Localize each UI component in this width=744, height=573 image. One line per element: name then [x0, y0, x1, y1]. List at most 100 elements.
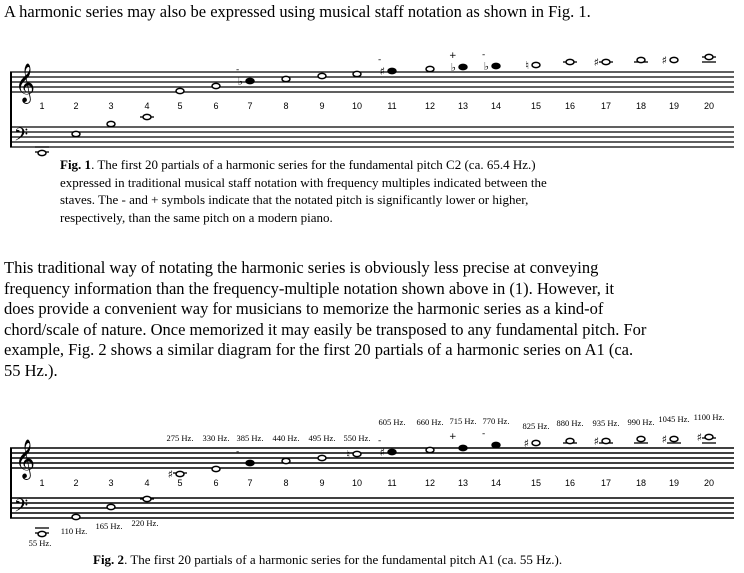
partial-number: 12: [425, 101, 435, 111]
frequency-label: 495 Hz.: [309, 433, 336, 443]
body-paragraph: This traditional way of notating the har…: [4, 258, 646, 382]
partial-number: 18: [636, 101, 646, 111]
frequency-label: 935 Hz.: [593, 418, 620, 428]
partial-number: 3: [108, 101, 113, 111]
note-head: [601, 58, 611, 66]
tuning-mark: -: [378, 55, 381, 65]
note-head: [37, 149, 47, 157]
note-head: [531, 439, 541, 447]
paragraph-line: 55 Hz.).: [4, 360, 58, 380]
treble-clef-icon: 𝄞: [15, 439, 35, 480]
note-head: [636, 435, 646, 443]
accidental-icon: ♯: [380, 446, 385, 459]
partial-number: 18: [636, 478, 646, 488]
partial-number: 13: [458, 478, 468, 488]
note-head: [669, 435, 679, 443]
note-head: [458, 444, 468, 452]
partial-number: 14: [491, 478, 501, 488]
frequency-label: 825 Hz.: [523, 421, 550, 431]
partial-number: 11: [387, 478, 396, 488]
frequency-label: 385 Hz.: [237, 433, 264, 443]
accidental-icon: ♭: [484, 60, 489, 73]
accidental-icon: ♯: [168, 468, 173, 481]
note-head: [704, 433, 714, 441]
frequency-label: 220 Hz.: [132, 518, 159, 528]
partial-number: 1: [39, 478, 44, 488]
frequency-label: 605 Hz.: [379, 417, 406, 427]
frequency-label: 1045 Hz.: [658, 414, 689, 424]
accidental-icon: ♯: [697, 431, 702, 444]
tuning-mark: -: [378, 436, 381, 446]
note-head: [704, 53, 714, 61]
frequency-label: 110 Hz.: [61, 526, 88, 536]
partial-number: 2: [73, 101, 78, 111]
partial-number: 20: [704, 101, 714, 111]
figure-2-label: Fig. 2: [93, 552, 125, 567]
accidental-icon: ♯: [594, 56, 599, 69]
frequency-label: 770 Hz.: [483, 416, 510, 426]
partial-number: 8: [283, 101, 288, 111]
partial-number: 8: [283, 478, 288, 488]
partial-number: 17: [601, 101, 611, 111]
caption-line: . The first 20 partials of a harmonic se…: [91, 157, 536, 172]
tuning-mark: -: [482, 429, 485, 439]
note-head: [211, 465, 221, 473]
accidental-icon: ♭: [451, 61, 456, 74]
figure-1-label: Fig. 1: [60, 157, 92, 172]
caption-text: . The first 20 partials of a harmonic se…: [124, 552, 563, 567]
note-head: [491, 441, 501, 449]
frequency-label: 880 Hz.: [557, 418, 584, 428]
paragraph-line: example, Fig. 2 shows a similar diagram …: [4, 340, 634, 360]
frequency-label: 550 Hz.: [344, 433, 371, 443]
treble-clef-icon: 𝄞: [15, 63, 35, 104]
caption-line: respectively, than the same pitch on a m…: [60, 209, 333, 225]
partial-number: 13: [458, 101, 468, 111]
frequency-label: 330 Hz.: [203, 433, 230, 443]
note-head: [425, 65, 435, 73]
paragraph-line: This traditional way of notating the har…: [4, 258, 599, 277]
note-head: [281, 75, 291, 83]
accidental-icon: ♯: [594, 435, 599, 448]
note-head: [565, 58, 575, 66]
partial-number: 9: [319, 101, 324, 111]
paragraph-line: frequency information than the frequency…: [4, 278, 615, 298]
accidental-icon: ♯: [524, 437, 529, 450]
tuning-mark: -: [236, 447, 239, 457]
note-head: [425, 446, 435, 454]
partial-number: 1: [39, 101, 44, 111]
frequency-label: 55 Hz.: [29, 538, 52, 548]
caption-line: expressed in traditional musical staff n…: [60, 174, 547, 190]
partial-number: 10: [352, 478, 362, 488]
paragraph-line: does provide a convenient way for musici…: [4, 299, 604, 319]
partial-number: 4: [144, 101, 149, 111]
partial-number: 10: [352, 101, 362, 111]
note-head: [106, 503, 116, 511]
note-head: [71, 513, 81, 521]
note-head: [175, 470, 185, 478]
note-head: [142, 113, 152, 121]
partial-number: 2: [73, 478, 78, 488]
note-head: [636, 56, 646, 64]
frequency-label: 990 Hz.: [628, 417, 655, 427]
note-head: [352, 70, 362, 78]
partial-number: 16: [565, 478, 575, 488]
note-head: [281, 457, 291, 465]
note-head: [71, 130, 81, 138]
note-head: [458, 63, 468, 71]
frequency-label: 440 Hz.: [273, 433, 300, 443]
partial-number: 14: [491, 101, 501, 111]
note-head: [565, 437, 575, 445]
note-head: [317, 454, 327, 462]
note-head: [245, 459, 255, 467]
partial-number: 3: [108, 478, 113, 488]
frequency-label: 660 Hz.: [417, 417, 444, 427]
note-head: [317, 72, 327, 80]
partial-number: 7: [247, 101, 252, 111]
partial-number: 5: [177, 101, 182, 111]
intro-text: A harmonic series may also be expressed …: [4, 2, 591, 21]
partial-number: 4: [144, 478, 149, 488]
partial-number: 11: [387, 101, 396, 111]
